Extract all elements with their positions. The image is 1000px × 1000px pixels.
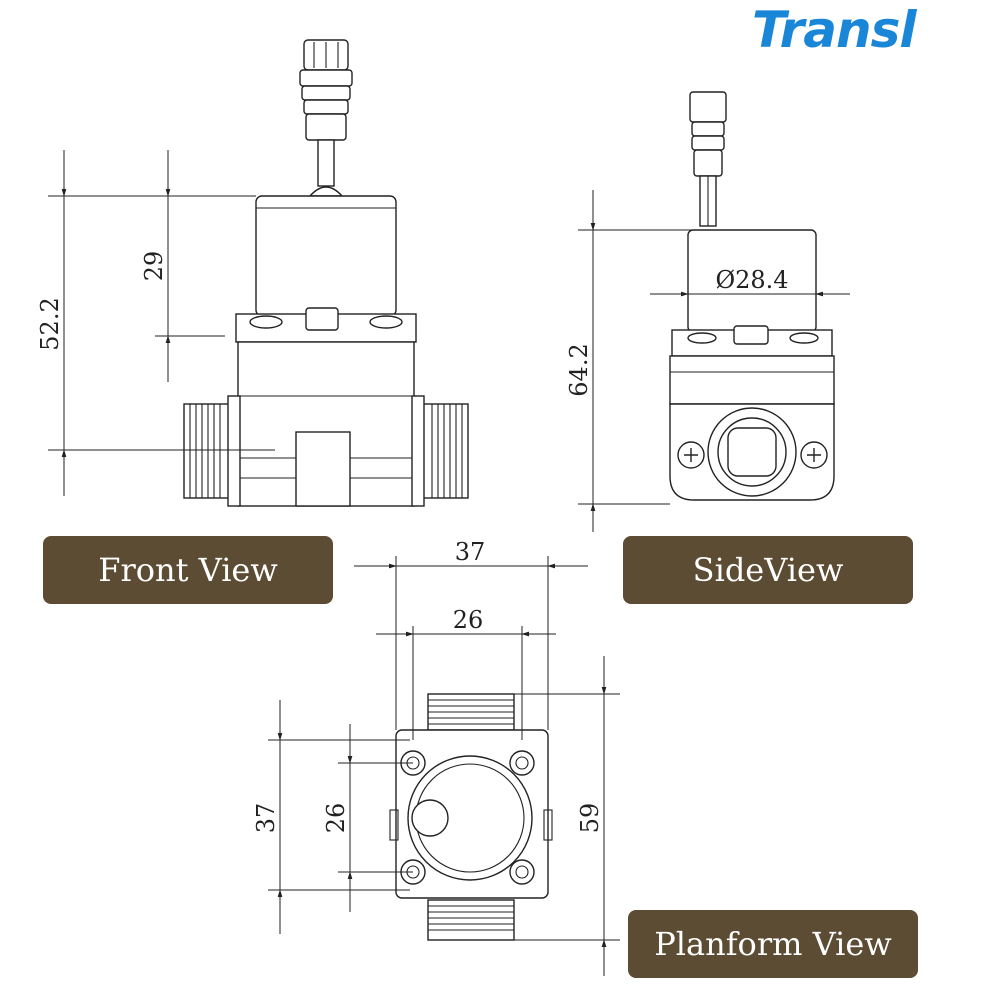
dim-front-total-height: 52.2 [36, 297, 64, 350]
dim-plan-total-width: 37 [455, 538, 486, 566]
side-view-label: SideView [623, 536, 913, 604]
dim-plan-hole-depth: 26 [322, 803, 350, 834]
side-view-drawing [578, 91, 850, 532]
dim-plan-hole-width: 26 [453, 606, 484, 634]
dim-plan-length: 59 [576, 803, 604, 834]
dim-side-diameter: Ø28.4 [715, 266, 788, 294]
brand-logo: Transl [752, 1, 917, 59]
dim-side-total-height: 64.2 [565, 343, 593, 396]
dim-front-coil-height: 29 [140, 251, 168, 282]
dim-plan-total-depth: 37 [252, 803, 280, 834]
plan-view-label: Planform View [628, 910, 918, 978]
front-view-label: Front View [43, 536, 333, 604]
plan-view-drawing [268, 556, 620, 976]
front-view-drawing [48, 39, 469, 507]
